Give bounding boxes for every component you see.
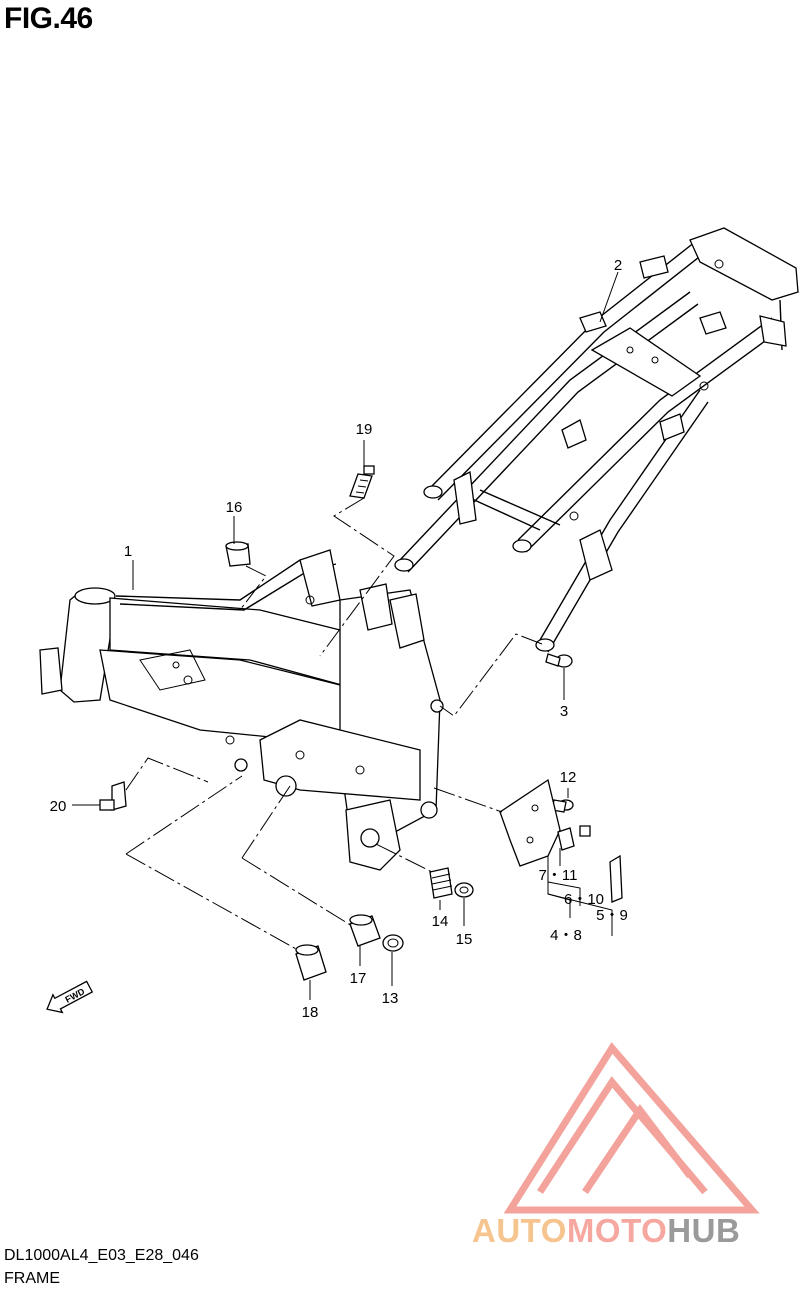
- bolt-20: [99, 781, 127, 811]
- bolt-19: [349, 465, 375, 499]
- callout-2: 2: [614, 257, 622, 274]
- pad-7-11: [557, 827, 575, 851]
- callout-20: 20: [50, 798, 67, 815]
- callout-4-8: 4・8: [550, 927, 582, 944]
- callout-14: 14: [432, 913, 449, 930]
- callout-16: 16: [226, 499, 243, 516]
- watermark-hub: HUB: [667, 1212, 741, 1249]
- callout-17: 17: [350, 970, 367, 987]
- nut-15: [454, 882, 474, 898]
- rear-subframe: [394, 227, 799, 653]
- callout-7-11: 7・11: [539, 867, 578, 884]
- spring-14: [429, 867, 453, 899]
- callout-3: 3: [560, 703, 568, 720]
- callout-19: 19: [356, 421, 373, 438]
- callout-12: 12: [560, 769, 577, 786]
- figure-code: DL1000AL4_E03_E28_046: [4, 1247, 199, 1264]
- callout-13: 13: [382, 990, 399, 1007]
- figure-name: FRAME: [4, 1270, 60, 1287]
- spacer-17: [349, 914, 381, 947]
- pad-6-10: [579, 825, 591, 837]
- watermark-brand: AUTOMOTOHUB: [472, 1212, 740, 1250]
- bolt-3: [545, 653, 573, 668]
- callout-1: 1: [124, 543, 132, 560]
- figure-title: FIG.46: [4, 2, 93, 35]
- fwd-arrow-icon: FWD: [46, 980, 94, 1014]
- bracket-4-8: [499, 778, 561, 867]
- callout-6-10: 6・10: [564, 891, 604, 908]
- watermark-moto: MOTO: [566, 1212, 668, 1249]
- callout-18: 18: [302, 1004, 319, 1021]
- callout-15: 15: [456, 931, 473, 948]
- leader-lines: [72, 271, 619, 1000]
- strip-5-9: [609, 854, 623, 903]
- bushing-16: [225, 541, 251, 567]
- nut-13: [382, 934, 404, 952]
- main-frame: [39, 549, 444, 871]
- callout-5-9: 5・9: [596, 907, 628, 924]
- watermark-logo: [503, 1042, 760, 1214]
- collar-18: [295, 944, 327, 981]
- watermark-auto: AUTO: [472, 1212, 567, 1249]
